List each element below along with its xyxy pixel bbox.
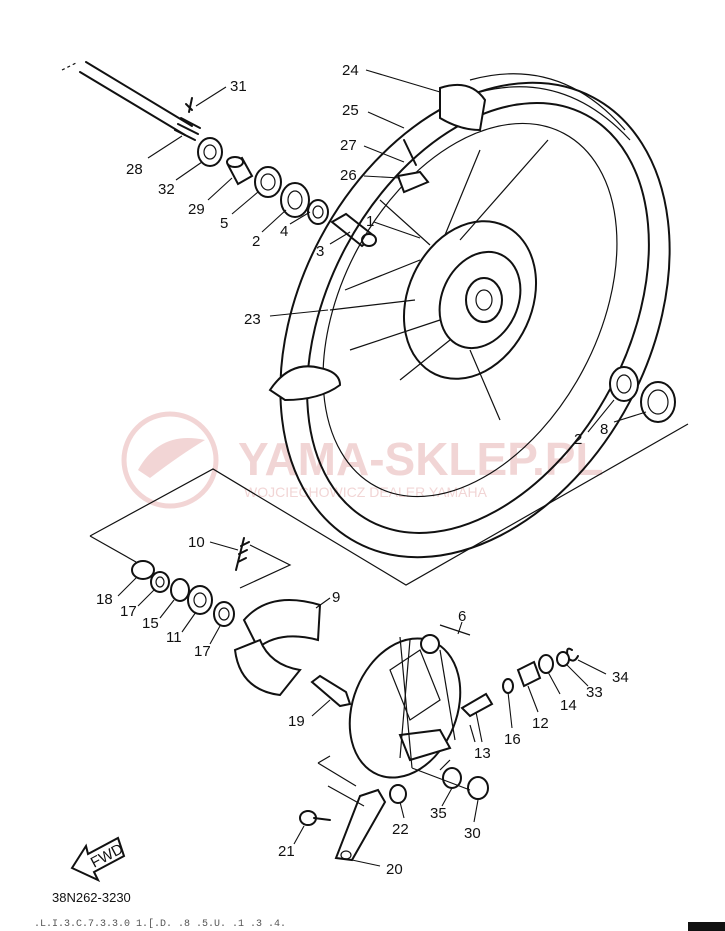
callout-2-right: 2 [574, 431, 582, 448]
cotter-pin [185, 97, 193, 113]
axle-nut [197, 137, 223, 167]
brake-spring [235, 537, 250, 571]
watermark-logo-ring [121, 411, 219, 509]
diagram-code: 38N262-3230 [52, 890, 131, 905]
callout-22: 22 [392, 821, 409, 838]
callout-2-left: 2 [252, 233, 260, 250]
callout-29: 29 [188, 201, 205, 218]
callout-26: 26 [340, 167, 357, 184]
washer-33 [556, 651, 570, 667]
brake-shoe-plate [348, 637, 462, 779]
watermark: YAMA-SKLEP.PL WOJCIECHOWICZ DEALER YAMAH… [121, 411, 604, 509]
watermark-logo-mark [138, 438, 205, 478]
brake-shoe-kit [233, 599, 322, 697]
callout-19: 19 [288, 713, 305, 730]
callout-1: 1 [366, 213, 374, 230]
callout-24: 24 [342, 62, 359, 79]
drive-gear-13 [460, 692, 494, 718]
bushing-12 [516, 660, 542, 688]
camshaft [310, 674, 352, 708]
callout-17-a: 17 [120, 603, 137, 620]
circlip-15 [170, 578, 190, 602]
oil-seal-5 [254, 166, 282, 198]
callout-28: 28 [126, 161, 143, 178]
callout-16: 16 [504, 731, 521, 748]
footer-scribble: .L.I.3.C.7.3.3.0 1.[.D. .8 .5.U. .1 .3 .… [34, 918, 286, 930]
bolt-21 [299, 810, 331, 826]
callout-9: 9 [332, 589, 340, 606]
washer-16 [502, 678, 514, 694]
callout-12: 12 [532, 715, 549, 732]
callout-14: 14 [560, 697, 577, 714]
callout-35: 35 [430, 805, 447, 822]
callout-4: 4 [280, 223, 288, 240]
oil-seal-8 [640, 381, 676, 423]
callout-25: 25 [342, 102, 359, 119]
bearing-11 [187, 585, 213, 615]
callout-27: 27 [340, 137, 357, 154]
plug-6 [420, 634, 440, 654]
callout-23: 23 [244, 311, 261, 328]
callout-8: 8 [600, 421, 608, 438]
bearing-2-left [280, 182, 310, 218]
callout-18: 18 [96, 591, 113, 608]
callouts: 31 24 25 27 26 28 32 29 5 2 4 1 3 23 2 8… [96, 62, 629, 878]
callout-34: 34 [612, 669, 629, 686]
callout-13: 13 [474, 745, 491, 762]
rim-band [396, 170, 430, 194]
callout-33: 33 [586, 684, 603, 701]
seal-14 [538, 654, 554, 674]
callout-11: 11 [166, 629, 182, 646]
corner-mark [688, 922, 725, 931]
bearing-2-right [609, 366, 639, 402]
brake-lever [334, 788, 387, 862]
spacer-flange-4 [307, 199, 329, 225]
callout-3: 3 [316, 243, 324, 260]
valve-stem [403, 139, 417, 166]
callout-30: 30 [464, 825, 481, 842]
washer-17a [150, 571, 170, 593]
callout-21: 21 [278, 843, 295, 860]
seal-18 [131, 560, 155, 580]
callout-31: 31 [230, 78, 247, 95]
axle [61, 61, 201, 141]
spacer-collar [226, 156, 254, 186]
fwd-arrow-icon: FWD [70, 836, 126, 883]
washer-17b [213, 601, 235, 627]
wheel-assembly [268, 73, 676, 559]
callout-5: 5 [220, 215, 228, 232]
watermark-title: YAMA-SKLEP.PL [238, 433, 604, 485]
callout-20: 20 [386, 861, 403, 878]
callout-6: 6 [458, 608, 466, 625]
nut-30 [467, 776, 489, 800]
callout-15: 15 [142, 615, 159, 632]
callout-32: 32 [158, 181, 175, 198]
nut-22 [389, 784, 407, 804]
callout-10: 10 [188, 534, 205, 551]
callout-17-b: 17 [194, 643, 211, 660]
leader-lines [117, 69, 647, 867]
